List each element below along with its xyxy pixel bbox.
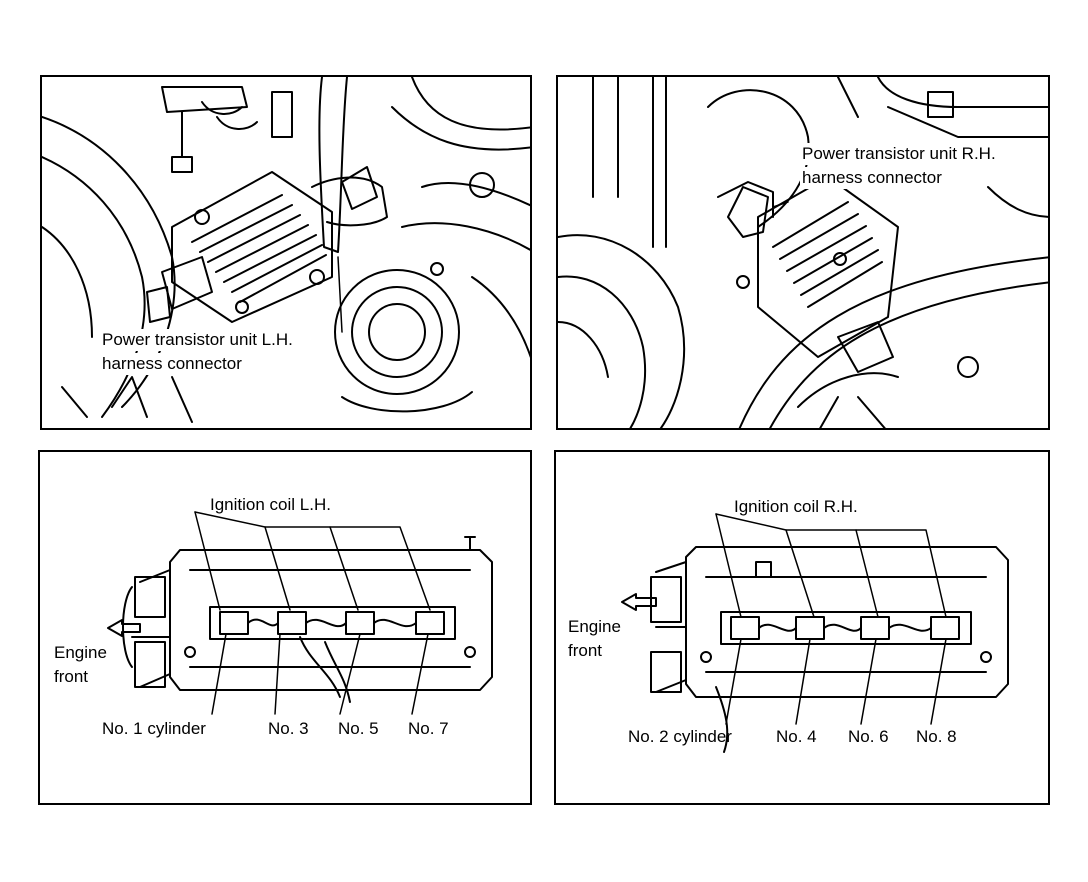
lh-cylinder-label: No. 1 cylinder — [102, 719, 206, 738]
lh-connector-illustration — [42, 77, 530, 423]
rh-coils-title: Ignition coil R.H. — [734, 497, 858, 516]
rh-cylinder-label: No. 6 — [848, 727, 889, 746]
rh-cylinder-label: No. 2 cylinder — [628, 727, 732, 746]
lh-cylinder-label: No. 3 — [268, 719, 309, 738]
rh-cylinder-label: No. 8 — [916, 727, 957, 746]
lh-coils-illustration — [107, 511, 493, 715]
rh-connector-label-line2: harness connector — [800, 167, 944, 189]
rh-engine-front-line1: Engine — [568, 617, 621, 636]
rh-connector-label-line1: Power transistor unit R.H. — [800, 143, 998, 165]
lh-coils-title: Ignition coil L.H. — [210, 495, 331, 514]
lh-engine-front-line2: front — [54, 667, 89, 686]
rh-engine-front-line2: front — [568, 641, 603, 660]
lh-connector-label-line2: harness connector — [100, 353, 244, 375]
lh-connector-panel: Power transistor unit L.H. harness conne… — [40, 75, 532, 430]
lh-cylinder-label: No. 5 — [338, 719, 379, 738]
lh-cylinder-label: No. 7 — [408, 719, 449, 738]
lh-connector-label-line1: Power transistor unit L.H. — [100, 329, 295, 351]
lh-coils-panel: Ignition coil L.H. Engine front No. 1 cy… — [38, 450, 532, 805]
rh-coils-panel: Ignition coil R.H. Engine front No. 2 cy… — [554, 450, 1050, 805]
lh-engine-front-line1: Engine — [54, 643, 107, 662]
rh-connector-illustration — [558, 77, 1048, 428]
rh-connector-panel: Power transistor unit R.H. harness conne… — [556, 75, 1050, 430]
rh-coils-illustration — [621, 513, 1009, 753]
rh-cylinder-label: No. 4 — [776, 727, 817, 746]
